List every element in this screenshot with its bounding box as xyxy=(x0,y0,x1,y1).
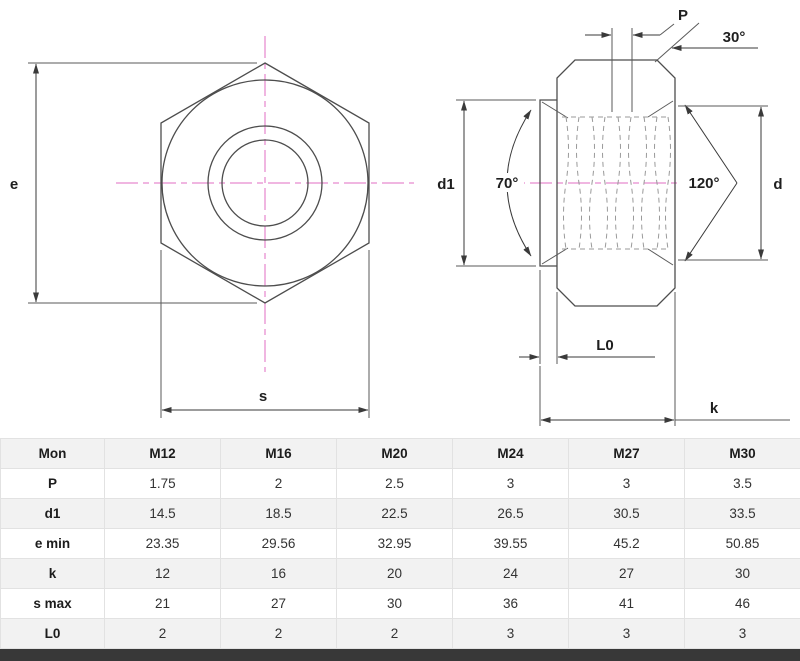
table-cell: 3 xyxy=(684,618,800,649)
table-cell: 27 xyxy=(220,588,337,619)
dimension-angle-30: 30° xyxy=(654,22,758,63)
table-cell: 32.95 xyxy=(336,528,453,559)
thread-outer-circle xyxy=(207,125,323,241)
table-cell: 2 xyxy=(220,468,337,499)
table-cell: 46 xyxy=(684,588,800,619)
table-cell: 2 xyxy=(336,618,453,649)
table-cell: 16 xyxy=(220,558,337,589)
column-header: M27 xyxy=(568,438,685,469)
table-cell: 1.75 xyxy=(104,468,221,499)
table-cell: 3 xyxy=(568,618,685,649)
hexagon-outline xyxy=(160,62,370,304)
row-label: e min xyxy=(0,528,105,559)
nut-body-outline xyxy=(556,59,676,307)
table-cell: 3 xyxy=(452,468,569,499)
bottom-bar xyxy=(0,649,800,661)
technical-drawing: e s xyxy=(9,7,790,426)
dim-label-d1: d1 xyxy=(437,176,455,193)
dim-label-angle-120: 120° xyxy=(688,175,719,192)
table-cell: 20 xyxy=(336,558,453,589)
dim-label-p: P xyxy=(678,7,688,24)
dim-label-k: k xyxy=(710,400,719,417)
countersink-lines xyxy=(541,100,674,266)
dimension-p: P xyxy=(585,7,688,112)
table-cell: 2.5 xyxy=(336,468,453,499)
table-cell: 45.2 xyxy=(568,528,685,559)
row-label: d1 xyxy=(0,498,105,529)
dim-label-l0: L0 xyxy=(596,337,614,354)
dimension-s: s xyxy=(160,250,370,418)
table-cell: 21 xyxy=(104,588,221,619)
dimension-e: e xyxy=(10,62,257,304)
table-cell: 23.35 xyxy=(104,528,221,559)
table-cell: 18.5 xyxy=(220,498,337,529)
table-cell: 12 xyxy=(104,558,221,589)
chamfer-circle xyxy=(161,79,369,287)
table-cell: 27 xyxy=(568,558,685,589)
table-cell: 22.5 xyxy=(336,498,453,529)
dim-label-e: e xyxy=(10,176,18,193)
row-label: k xyxy=(0,558,105,589)
thread-inner-circle xyxy=(221,139,309,227)
table-cell: 29.56 xyxy=(220,528,337,559)
table-cell: 2 xyxy=(104,618,221,649)
dimension-d1: d1 xyxy=(437,99,536,267)
row-label: s max xyxy=(0,588,105,619)
dimension-d: d xyxy=(678,105,783,261)
table-corner-header: Mon xyxy=(0,438,105,469)
dim-label-angle-30: 30° xyxy=(723,29,746,46)
table-cell: 3 xyxy=(452,618,569,649)
column-header: M30 xyxy=(684,438,800,469)
dimension-l0: L0 xyxy=(519,270,655,364)
dim-label-d: d xyxy=(773,176,782,193)
table-cell: 41 xyxy=(568,588,685,619)
table-cell: 14.5 xyxy=(104,498,221,529)
row-label: P xyxy=(0,468,105,499)
thread-lines xyxy=(562,116,671,250)
table-cell: 24 xyxy=(452,558,569,589)
table-cell: 50.85 xyxy=(684,528,800,559)
table-cell: 30 xyxy=(336,588,453,619)
table-cell: 30 xyxy=(684,558,800,589)
dim-label-s: s xyxy=(259,388,267,405)
front-view: e s xyxy=(10,36,414,418)
dimension-angle-120: 120° xyxy=(681,104,738,262)
row-label: L0 xyxy=(0,618,105,649)
table-cell: 36 xyxy=(452,588,569,619)
table-cell: 3 xyxy=(568,468,685,499)
table-cell: 26.5 xyxy=(452,498,569,529)
table-cell: 3.5 xyxy=(684,468,800,499)
column-header: M20 xyxy=(336,438,453,469)
table-cell: 33.5 xyxy=(684,498,800,529)
dim-label-angle-70: 70° xyxy=(496,175,519,192)
column-header: M24 xyxy=(452,438,569,469)
flange-outline xyxy=(539,99,557,267)
table-cell: 30.5 xyxy=(568,498,685,529)
dimension-k: k xyxy=(539,292,790,426)
column-header: M16 xyxy=(220,438,337,469)
side-view: P 30° d1 70° xyxy=(437,7,790,426)
drawing-svg: e s xyxy=(10,7,790,426)
table-cell: 39.55 xyxy=(452,528,569,559)
column-header: M12 xyxy=(104,438,221,469)
table-cell: 2 xyxy=(220,618,337,649)
dimension-angle-70: 70° xyxy=(490,109,532,257)
